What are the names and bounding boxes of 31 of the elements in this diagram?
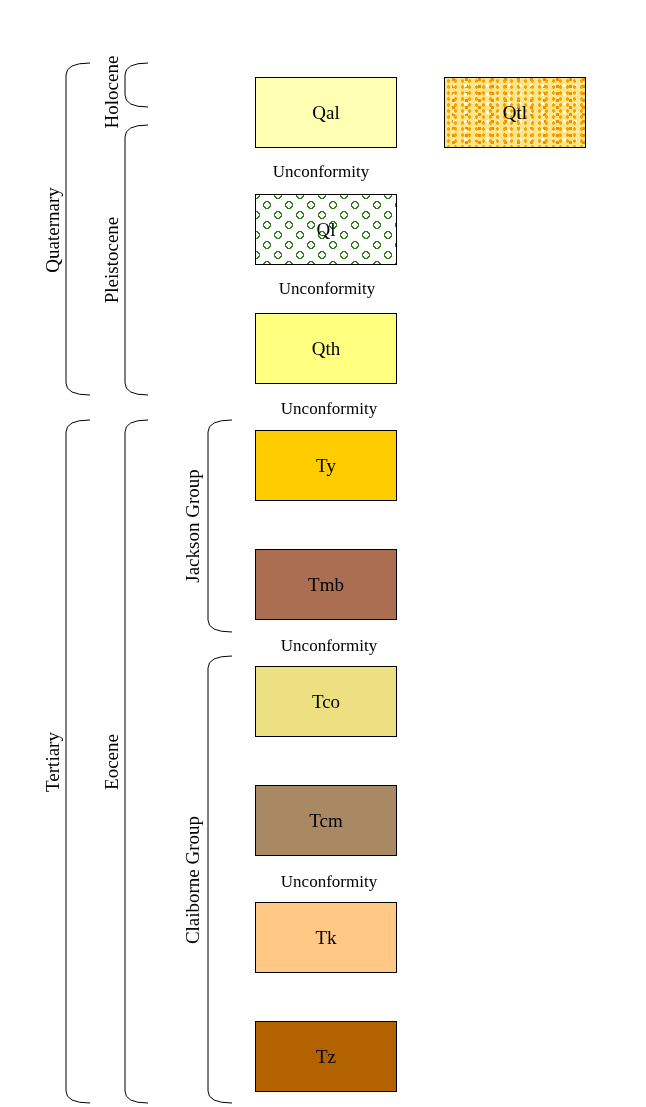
- unit-symbol: Tk: [314, 926, 338, 949]
- unit-name: Eocene: [101, 734, 123, 790]
- unit-name: Quaternary: [42, 187, 64, 273]
- unconformity-note: Unconformity: [278, 279, 376, 299]
- map-unit-box: [255, 785, 397, 856]
- unit-name: Jackson Group: [182, 469, 204, 583]
- map-unit-box: [255, 549, 397, 620]
- unit-symbol: Tco: [310, 690, 342, 713]
- unit-name: Holocene: [101, 55, 123, 129]
- map-unit-box: [255, 902, 397, 973]
- unit-symbol: Tmb: [307, 573, 345, 596]
- unit-symbol: Qth: [310, 337, 342, 360]
- unit-symbol: Tz: [314, 1045, 337, 1068]
- map-unit-box: [255, 666, 397, 737]
- unconformity-note: Unconformity: [272, 162, 370, 182]
- map-unit-box: [255, 77, 397, 148]
- unit-symbol: Ty: [315, 454, 337, 477]
- unit-name: Tertiary: [42, 732, 64, 792]
- map-unit-box: [444, 77, 586, 148]
- unconformity-note: Unconformity: [280, 636, 378, 656]
- unit-symbol: Tcm: [308, 809, 344, 832]
- map-unit-box: [255, 1021, 397, 1092]
- unit-symbol: Qal: [311, 101, 341, 124]
- unconformity-note: Unconformity: [280, 399, 378, 419]
- unit-symbol: Qtl: [501, 101, 529, 124]
- map-unit-box: [255, 194, 397, 265]
- map-unit-box: [255, 313, 397, 384]
- unit-name: Claiborne Group: [182, 815, 204, 945]
- map-unit-box: [255, 430, 397, 501]
- unit-name: Pleistocene: [101, 216, 123, 304]
- unconformity-note: Unconformity: [280, 872, 378, 892]
